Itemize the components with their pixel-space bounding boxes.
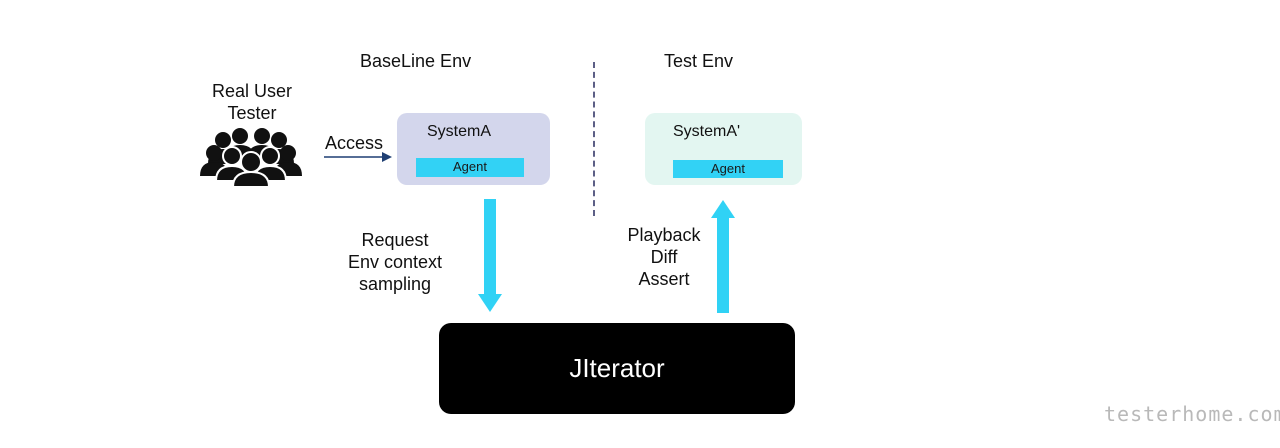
playback-label-line2: Diff [650, 247, 678, 267]
baseline-agent-bar: Agent [416, 158, 524, 177]
down-arrow [478, 199, 502, 312]
test-system-title: SystemA' [673, 123, 741, 140]
test-env-title: Test Env [664, 51, 734, 71]
user-label: Real User Tester [196, 80, 308, 124]
playback-label-line3: Assert [638, 269, 690, 289]
jiterator-box: JIterator [439, 323, 795, 414]
test-system-box: SystemA' Agent [645, 113, 802, 185]
baseline-system-box: SystemA Agent [397, 113, 550, 185]
group-of-people-icon [200, 128, 302, 188]
access-arrow [324, 152, 392, 162]
jiterator-label: JIterator [569, 353, 665, 383]
access-label: Access [325, 133, 384, 153]
request-label: Request Env context sampling [335, 229, 455, 295]
request-label-line3: sampling [358, 274, 432, 294]
up-arrow [711, 200, 735, 313]
playback-label-line1: Playback [627, 225, 701, 245]
request-label-line1: Request [361, 230, 429, 250]
baseline-env-title: BaseLine Env [360, 51, 472, 71]
user-label-line2: Tester [227, 103, 277, 123]
watermark: testerhome.com [1104, 402, 1280, 426]
playback-label: Playback Diff Assert [608, 224, 720, 290]
env-divider [593, 62, 595, 216]
baseline-system-title: SystemA [427, 123, 492, 140]
test-agent-bar: Agent [673, 160, 783, 178]
request-label-line2: Env context [347, 252, 443, 272]
user-label-line1: Real User [211, 81, 293, 101]
